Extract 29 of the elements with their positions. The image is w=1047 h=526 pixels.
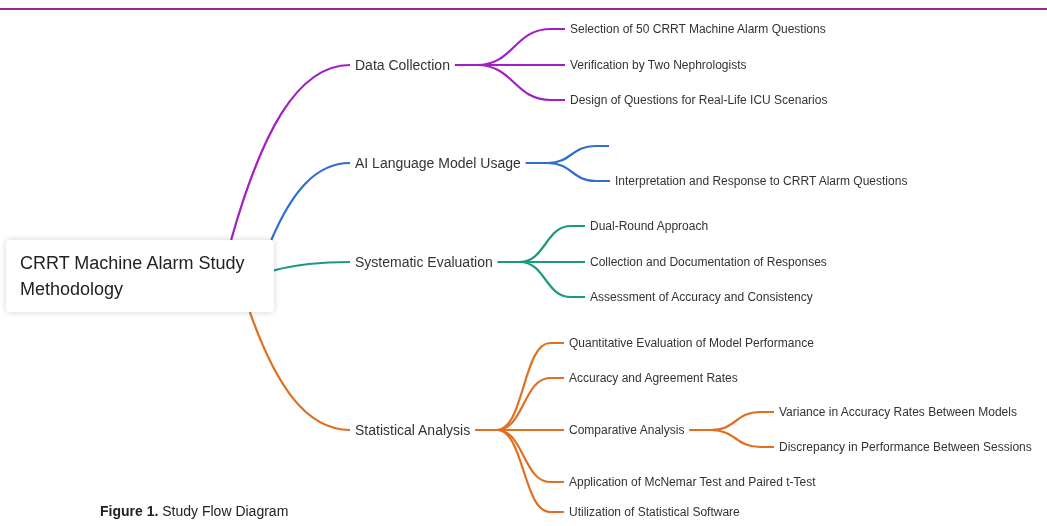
connector-line: [270, 161, 351, 241]
connector-line: [689, 428, 774, 449]
subtopic: Design of Questions for Real-Life ICU Scenarios: [570, 93, 828, 107]
connector-line: [248, 311, 351, 432]
branch-topic: Statistical Analysis: [355, 422, 471, 438]
connector-line: [454, 63, 565, 102]
subtopic: Collection and Documentation of Responses: [590, 255, 827, 269]
subtopic: Assessment of Accuracy and Consistency: [590, 290, 813, 304]
branch-topic: Systematic Evaluation: [355, 254, 493, 270]
branch-topic: Data Collection: [355, 57, 450, 73]
subtopic: Accuracy and Agreement Rates: [569, 371, 738, 385]
subtopic: Comparative Analysis: [569, 423, 685, 437]
subtopic: Interpretation and Response to CRRT Alarm Questions: [615, 174, 908, 188]
subtopic: Selection of 50 CRRT Machine Alarm Questions: [570, 22, 826, 36]
subtopic: Variance in Accuracy Rates Between Models: [779, 405, 1017, 419]
root-topic-card: CRRT Machine Alarm Study Methodology: [6, 240, 274, 313]
subtopic: Quantitative Evaluation of Model Performance: [569, 336, 814, 350]
subtopic: Dual-Round Approach: [590, 219, 709, 233]
subtopic: Utilization of Statistical Software: [569, 505, 740, 519]
branch-topic: AI Language Model Usage: [355, 155, 521, 171]
subtopic: Application of McNemar Test and Paired t-Test: [569, 475, 816, 489]
subtopic: Discrepancy in Performance Between Sessions: [779, 440, 1032, 454]
connector-line: [475, 428, 564, 514]
subtopic: Verification by Two Nephrologists: [570, 58, 747, 72]
figure-caption: Figure 1. Study Flow Diagram: [100, 503, 289, 519]
connector-line: [525, 161, 610, 183]
connector-line: [230, 63, 351, 241]
connector-line: [497, 260, 585, 299]
connector-line: [273, 260, 350, 272]
